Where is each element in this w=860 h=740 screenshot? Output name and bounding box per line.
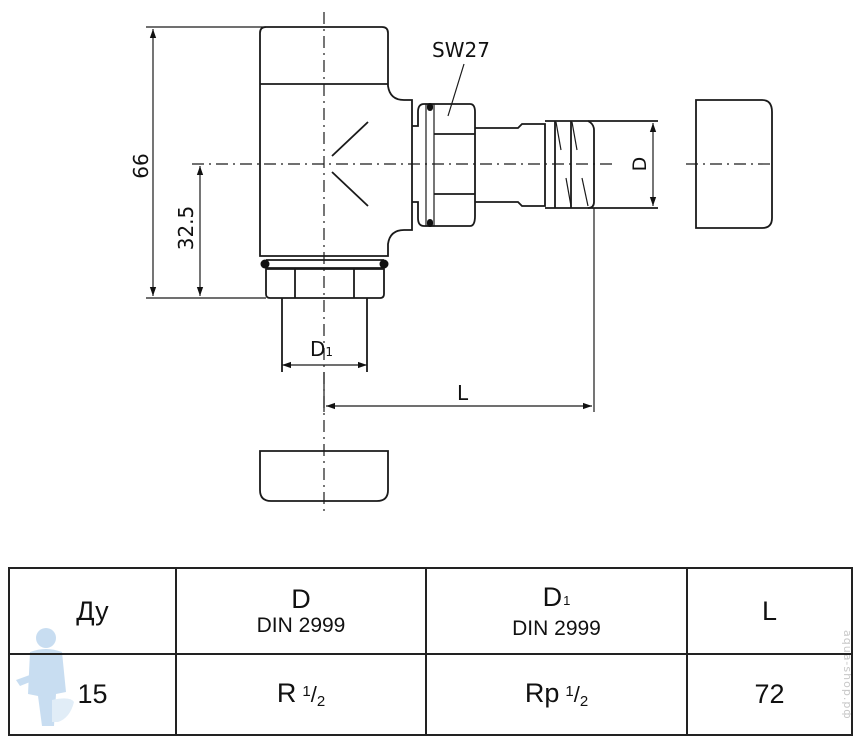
header-dn: Ду: [8, 567, 177, 655]
dimension-l-label: L: [457, 381, 469, 405]
technical-drawing: 66 32.5 SW27 D D1 L: [129, 12, 773, 512]
dimension-66: 66: [129, 26, 266, 299]
bottom-union-nut: [260, 259, 389, 372]
table-header-row: Ду D DIN 2999 D1 DIN 2999 L: [8, 567, 853, 655]
cell-dn: 15: [8, 653, 177, 736]
dimension-32-5-label: 32.5: [174, 206, 198, 251]
valve-body: [259, 26, 413, 257]
dimension-d: D: [629, 123, 657, 206]
sw27-label: SW27: [432, 38, 490, 62]
header-d1: D1 DIN 2999: [425, 567, 688, 655]
dimension-d1: D1: [282, 337, 367, 369]
sw27-callout: SW27: [432, 38, 490, 117]
dimension-32-5: 32.5: [174, 166, 204, 296]
side-union-nut: [412, 103, 658, 227]
header-l: L: [686, 567, 853, 655]
dimension-l: L: [323, 208, 595, 412]
side-cap: [695, 99, 773, 229]
header-d: D DIN 2999: [175, 567, 427, 655]
dimension-d1-label: D1: [310, 337, 333, 361]
cell-l: 72: [686, 653, 853, 736]
bottom-cap: [259, 450, 389, 502]
dimension-66-label: 66: [129, 153, 153, 178]
dimension-d-label: D: [629, 157, 651, 172]
